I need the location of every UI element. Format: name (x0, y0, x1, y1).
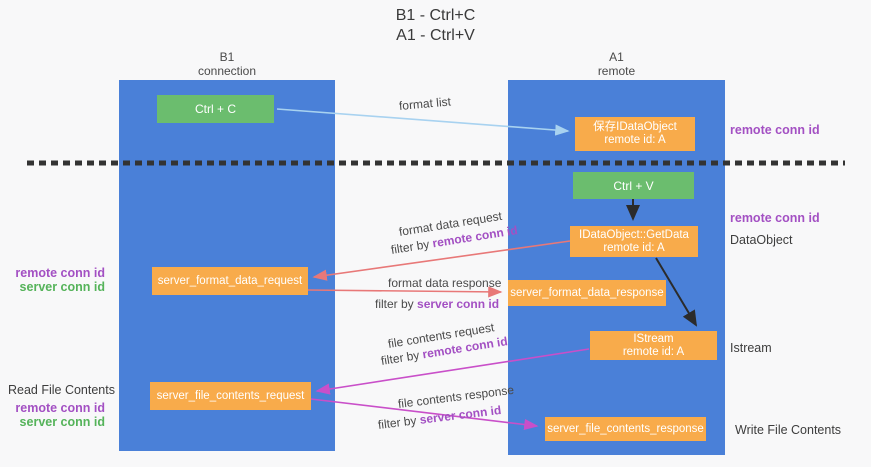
label-remote-conn-id-mid-right: remote conn id (730, 211, 820, 225)
label-write-file-contents: Write File Contents (735, 423, 842, 437)
title-line-1: B1 - Ctrl+C (395, 7, 476, 24)
node-save-idataobject-line2: remote id: A (604, 134, 666, 146)
lifeline-header-a1: A1 remote (508, 50, 725, 78)
lifeline-a1-name: A1 (609, 50, 624, 64)
node-ctrl-v-label: Ctrl + V (613, 178, 654, 193)
node-format-response-label: server_format_data_response (510, 286, 664, 299)
node-server-file-contents-response: server_file_contents_response (545, 417, 706, 441)
node-ctrl-c-label: Ctrl + C (194, 102, 236, 116)
node-getdata-line1: IDataObject::GetData (579, 228, 689, 241)
lifeline-a1-role: remote (597, 64, 636, 78)
node-istream-line2: remote id: A (622, 345, 685, 358)
label-server-conn-id-file-left: server conn id (19, 415, 105, 429)
label-read-file-contents: Read File Contents (7, 383, 115, 397)
node-istream-line1: IStream (633, 332, 674, 345)
label-remote-conn-id-top-right: remote conn id (730, 123, 820, 137)
edge-label-format-list: format list (398, 94, 452, 113)
format-data-response-arrow (307, 286, 503, 298)
node-getdata-line2: remote id: A (603, 241, 665, 254)
filter-by-text: filter by (375, 297, 418, 311)
diagram-title: B1 - Ctrl+C A1 - Ctrl+V (0, 6, 871, 46)
label-server-conn-id-format-left: server conn id (19, 280, 105, 294)
edge-label-format-data-response-filter: filter by server conn id (375, 297, 499, 311)
node-server-format-data-request: server_format_data_request (152, 267, 308, 295)
node-save-idataobject-line1: 保存IDataObject (593, 121, 677, 133)
node-server-format-data-response: server_format_data_response (508, 280, 666, 306)
edge-label-format-data-response: format data response (388, 276, 502, 290)
filter-key-server-conn-id: server conn id (417, 297, 500, 311)
node-server-file-contents-request: server_file_contents_request (150, 382, 311, 410)
filter-by-text: filter by (377, 412, 421, 432)
node-ctrl-c: Ctrl + C (157, 95, 274, 123)
label-remote-conn-id-file-left: remote conn id (15, 401, 105, 415)
edge-label-file-contents-response-filter: filter by server conn id (377, 403, 502, 432)
filter-by-text: filter by (379, 347, 424, 368)
label-dataobject: DataObject (730, 233, 793, 247)
filter-by-text: filter by (389, 236, 434, 257)
node-ctrl-v: Ctrl + V (573, 172, 694, 199)
lifeline-b1-name: B1 (219, 50, 235, 64)
node-file-response-label: server_file_contents_response (547, 422, 704, 435)
node-format-request-label: server_format_data_request (157, 274, 303, 287)
node-istream: IStream remote id: A (590, 331, 717, 360)
label-istream: Istream (730, 341, 772, 355)
node-file-request-label: server_file_contents_request (156, 389, 305, 402)
lifeline-b1-role: connection (197, 64, 257, 78)
lifeline-header-b1: B1 connection (119, 50, 335, 78)
title-line-2: A1 - Ctrl+V (396, 27, 475, 44)
node-save-idataobject: 保存IDataObject remote id: A (575, 117, 695, 151)
node-idataobject-getdata: IDataObject::GetData remote id: A (570, 226, 698, 257)
label-remote-conn-id-format-left: remote conn id (15, 266, 105, 280)
